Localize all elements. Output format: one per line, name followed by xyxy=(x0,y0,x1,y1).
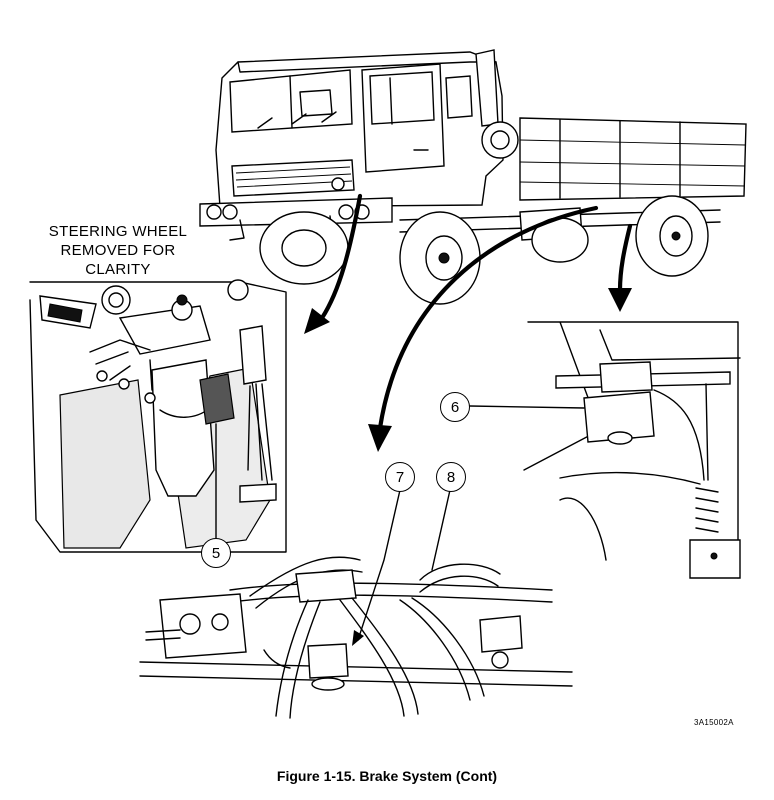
drawing-code: 3A15002A xyxy=(694,718,734,727)
figure-caption: Figure 1-15. Brake System (Cont) xyxy=(276,768,498,784)
cab-interior-view xyxy=(29,279,287,553)
note-line-1: STEERING WHEEL xyxy=(48,223,188,240)
arrow-to-valve-assembly xyxy=(377,205,599,431)
view-arrows xyxy=(304,193,633,452)
valve-assembly-view xyxy=(139,556,573,719)
leader-8 xyxy=(431,489,451,571)
callout-6: 6 xyxy=(440,392,470,422)
steering-wheel-note: STEERING WHEEL REMOVED FOR CLARITY xyxy=(18,222,218,279)
callout-7: 7 xyxy=(385,462,415,492)
leader-6 xyxy=(469,405,585,409)
truck-illustration xyxy=(199,49,747,305)
note-line-2: REMOVED FOR xyxy=(60,242,176,259)
leader-7 xyxy=(357,489,401,641)
leader-lines xyxy=(215,405,585,646)
callout-5: 5 xyxy=(201,538,231,568)
arrow-to-air-tank xyxy=(617,223,633,293)
note-line-3: CLARITY xyxy=(85,261,151,278)
callout-8: 8 xyxy=(436,462,466,492)
arrow-to-cab-interior xyxy=(319,193,363,321)
air-tank-view xyxy=(523,321,741,579)
